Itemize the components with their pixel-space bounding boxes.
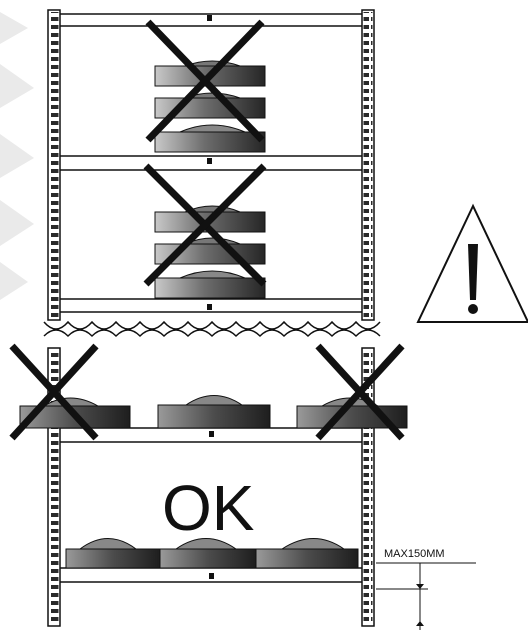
- max-height-dimension: MAX150MM: [376, 548, 476, 630]
- upper-rack: [47, 9, 375, 321]
- upper-right-upright: [361, 9, 375, 321]
- ok-label: OK: [162, 472, 254, 544]
- upper-shelf-beams: [60, 13, 362, 313]
- cross-out-icon: [145, 19, 265, 143]
- lower-rack: OK: [9, 343, 408, 627]
- cross-out-icon: [9, 343, 99, 441]
- max-height-label: MAX150MM: [384, 548, 445, 560]
- correct-tyres-row: [65, 538, 359, 569]
- stacked-tyres-shelf-1: [154, 60, 266, 153]
- break-wave: [43, 320, 381, 338]
- upper-left-upright: [47, 9, 61, 321]
- background-ghost-shapes: [0, 12, 34, 300]
- exclamation-warning-triangle-icon: [416, 203, 528, 323]
- cross-out-icon: [315, 343, 405, 441]
- cross-out-icon: [143, 163, 267, 287]
